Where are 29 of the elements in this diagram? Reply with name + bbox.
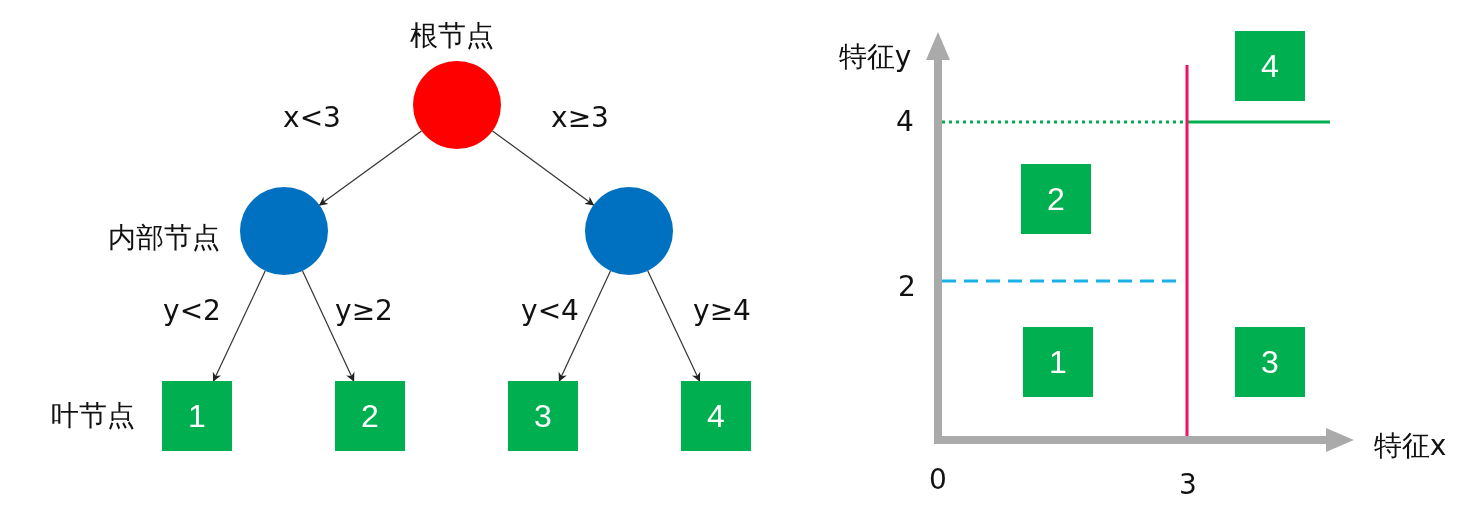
edge-label: y<2: [163, 297, 221, 325]
tick-label: 3: [1179, 471, 1197, 499]
node-caption: 内部节点: [108, 224, 220, 252]
axis-title: 特征x: [1373, 432, 1447, 460]
leaf-box: 3: [1235, 327, 1305, 397]
leaf-box: 1: [162, 381, 232, 451]
edge-label: y≥2: [335, 297, 393, 325]
arrow: [212, 270, 266, 382]
node-caption: 叶节点: [51, 402, 135, 430]
tick-label: 0: [929, 466, 947, 494]
leaf-box: 4: [1235, 31, 1305, 101]
axis-title: 特征y: [838, 43, 912, 71]
edge-label: x≥3: [551, 104, 609, 132]
arrow: [647, 270, 701, 382]
leaf-box: 2: [1021, 164, 1091, 234]
arrow: [491, 130, 595, 206]
edge-label: x<3: [283, 104, 341, 132]
edge-label: y<4: [521, 297, 579, 325]
node-caption: 根节点: [410, 22, 494, 50]
arrow: [318, 130, 423, 206]
leaf-box: 2: [335, 381, 405, 451]
leaf-box: 3: [508, 381, 578, 451]
arrow: [558, 270, 612, 382]
arrow: [301, 270, 355, 382]
tick-label: 2: [898, 273, 916, 301]
edge-label: y≥4: [693, 297, 751, 325]
leaf-box: 4: [681, 381, 751, 451]
leaf-box: 1: [1023, 327, 1093, 397]
tick-label: 4: [896, 108, 914, 136]
